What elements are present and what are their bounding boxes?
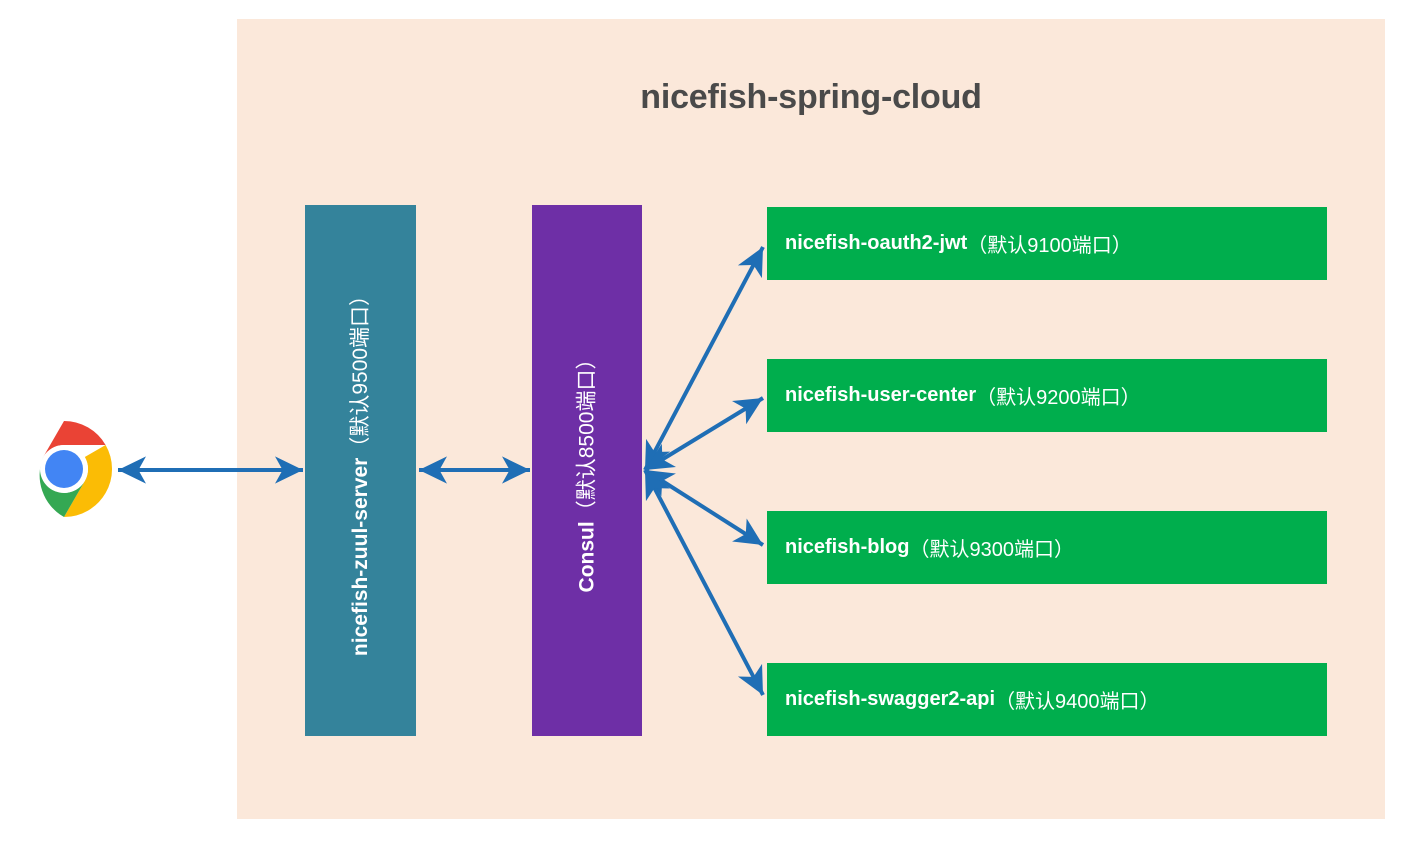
consul-registry-port: （默认8500端口） — [575, 348, 599, 522]
service-name: nicefish-oauth2-jwt — [785, 232, 968, 254]
service-name: nicefish-swagger2-api — [785, 688, 996, 710]
service-box-oauth2-jwt[interactable]: nicefish-oauth2-jwt（默认9100端口） — [767, 207, 1327, 280]
zuul-gateway-name: nicefish-zuul-server — [349, 457, 372, 657]
zuul-gateway-port: （默认9500端口） — [349, 284, 372, 458]
diagram-title: nicefish-spring-cloud — [640, 78, 982, 116]
service-port: （默认9300端口） — [909, 539, 1074, 561]
service-box-user-center[interactable]: nicefish-user-center（默认9200端口） — [767, 359, 1327, 432]
service-name: nicefish-blog — [785, 536, 910, 558]
service-box-swagger2-api[interactable]: nicefish-swagger2-api（默认9400端口） — [767, 663, 1327, 736]
service-box-blog[interactable]: nicefish-blog（默认9300端口） — [767, 511, 1327, 584]
zuul-gateway-label: nicefish-zuul-server（默认9500端口） — [349, 284, 372, 657]
consul-registry-label: Consul（默认8500端口） — [575, 348, 599, 593]
zuul-gateway-box[interactable]: nicefish-zuul-server（默认9500端口） — [305, 205, 416, 736]
service-port: （默认9400端口） — [995, 691, 1160, 713]
chrome-logo-svg — [16, 421, 113, 517]
consul-registry-box[interactable]: Consul（默认8500端口） — [532, 205, 642, 736]
service-name: nicefish-user-center — [785, 384, 977, 406]
service-port: （默认9100端口） — [967, 235, 1132, 257]
service-port: （默认9200端口） — [976, 387, 1141, 409]
consul-registry-name: Consul — [575, 521, 599, 593]
chrome-logo-icon — [14, 419, 114, 519]
